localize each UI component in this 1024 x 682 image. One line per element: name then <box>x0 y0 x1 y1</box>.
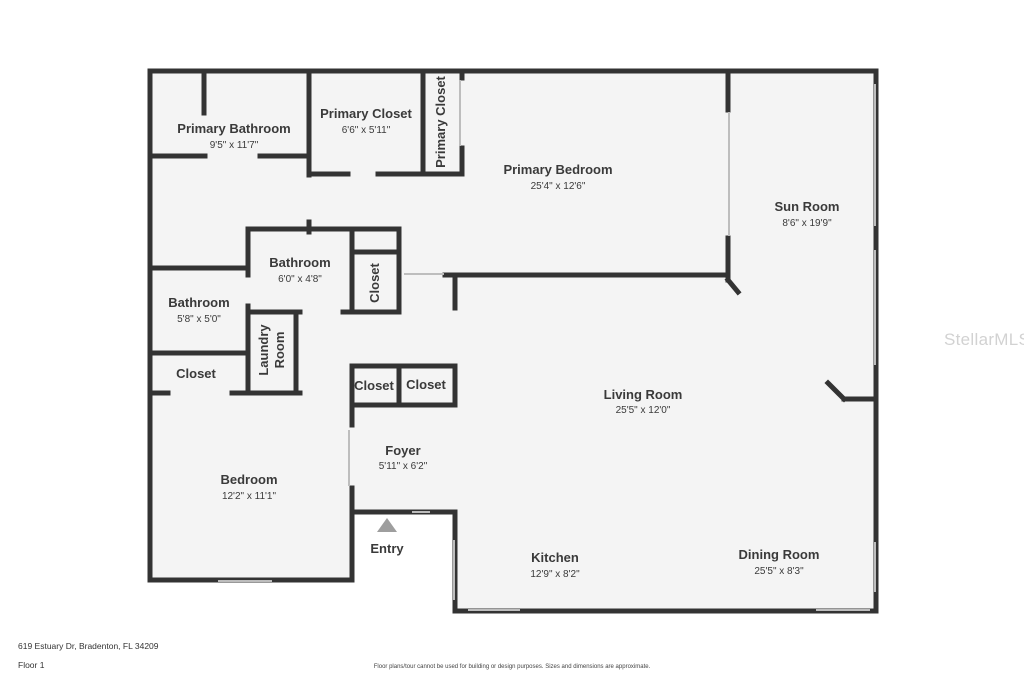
windows <box>218 80 876 611</box>
room-name-bedroom: Bedroom <box>220 472 277 487</box>
room-name-closet-b: Closet <box>406 377 446 392</box>
room-name-bathroom-left: Bathroom <box>168 295 229 310</box>
room-name-foyer: Foyer <box>385 443 420 458</box>
interior-walls <box>147 68 879 428</box>
watermark-text: StellarMLS <box>944 330 1024 349</box>
room-dims-primary-closet: 6'6" x 5'11" <box>342 125 391 136</box>
room-name-closet-a: Closet <box>354 378 394 393</box>
room-name-closet-left: Closet <box>176 366 216 381</box>
room-dims-bathroom-center: 6'0" x 4'8" <box>278 274 322 285</box>
room-name-dining-room: Dining Room <box>739 547 820 562</box>
room-dims-bathroom-left: 5'8" x 5'0" <box>177 314 221 325</box>
room-name-laundry-line2: Room <box>272 332 287 369</box>
floor-label: Floor 1 <box>18 660 45 670</box>
entry-marker <box>377 518 397 532</box>
room-dims-bedroom: 12'2" x 11'1" <box>222 491 277 502</box>
room-name-kitchen: Kitchen <box>531 550 579 565</box>
room-dims-kitchen: 12'9" x 8'2" <box>530 569 580 580</box>
room-dims-dining-room: 25'5" x 8'3" <box>754 566 804 577</box>
room-name-sun-room: Sun Room <box>775 199 840 214</box>
room-name-laundry-line1: Laundry <box>256 324 271 376</box>
room-name-bathroom-center: Bathroom <box>269 255 330 270</box>
room-name-primary-closet-narrow: Primary Closet <box>433 75 448 167</box>
room-dims-primary-bathroom: 9'5" x 11'7" <box>210 140 259 151</box>
room-dims-living-room: 25'5" x 12'0" <box>616 405 671 416</box>
room-dims-sun-room: 8'6" x 19'9" <box>782 218 832 229</box>
room-dims-primary-bedroom: 25'4" x 12'6" <box>531 181 586 192</box>
property-address: 619 Estuary Dr, Bradenton, FL 34209 <box>18 641 159 651</box>
room-name-primary-bedroom: Primary Bedroom <box>503 162 612 177</box>
room-dims-foyer: 5'11" x 6'2" <box>379 461 428 472</box>
floor-area <box>150 71 876 611</box>
room-name-living-room: Living Room <box>604 387 683 402</box>
room-name-closet-vertical: Closet <box>367 262 382 302</box>
room-name-primary-bathroom: Primary Bathroom <box>177 121 290 136</box>
room-name-entry: Entry <box>370 541 404 556</box>
room-name-primary-closet: Primary Closet <box>320 106 412 121</box>
disclaimer: Floor plans/tour cannot be used for buil… <box>373 664 651 670</box>
